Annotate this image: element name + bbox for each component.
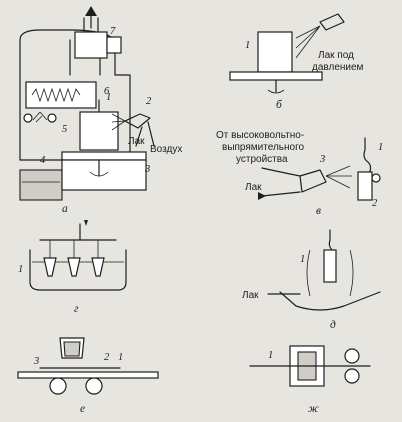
callout-7: 7 xyxy=(110,26,116,37)
callout-5: 5 xyxy=(62,124,67,135)
roller-belt xyxy=(17,371,159,379)
callout-2: 2 xyxy=(146,96,152,107)
lacquer-line xyxy=(261,191,301,197)
callout-v-3: 3 xyxy=(319,154,325,165)
callout-6: 6 xyxy=(104,86,110,97)
callout-e-3: 3 xyxy=(33,356,39,367)
filter-zigzag xyxy=(31,87,81,103)
callout-v-1: 1 xyxy=(378,142,383,153)
panel-zh: 1 ж xyxy=(249,345,371,415)
caption-e: е xyxy=(80,403,85,415)
electrostatic-spray xyxy=(325,165,352,189)
caption-a: а xyxy=(62,203,68,215)
label-lacquer: Лак xyxy=(128,136,145,147)
callout-g-1: 1 xyxy=(18,264,23,275)
panel-a: 1 2 3 4 5 6 7 Лак Воздух а xyxy=(19,6,182,215)
lift-arrow xyxy=(84,220,88,226)
water-spray xyxy=(32,111,48,123)
pour-tray xyxy=(279,291,381,311)
booth-housing xyxy=(19,29,131,161)
label-air: Воздух xyxy=(150,144,182,155)
callout-v-2: 2 xyxy=(372,198,378,209)
panel-v: От высоковольтно- выпрямительного устрой… xyxy=(216,130,383,217)
callout-4: 4 xyxy=(40,155,46,166)
nozzle-right xyxy=(47,113,57,123)
turntable-top xyxy=(61,151,147,161)
caption-v: в xyxy=(316,205,321,217)
label-hv-2: выпрямительного xyxy=(222,142,304,153)
spray-cone xyxy=(111,113,126,131)
callout-e-2: 2 xyxy=(104,352,110,363)
dip-part-2 xyxy=(67,257,81,277)
turntable-b xyxy=(229,71,323,81)
hanging-part xyxy=(357,171,373,201)
pour-part xyxy=(323,249,337,283)
callout-b-1: 1 xyxy=(245,40,250,51)
electrostatic-gun xyxy=(299,169,327,193)
rotation-arrow xyxy=(89,171,109,177)
pour-hook xyxy=(328,229,333,251)
callout-e-1: 1 xyxy=(118,352,123,363)
rotation-b xyxy=(267,89,285,94)
label-hv-3: устройства xyxy=(236,154,288,165)
dip-bath xyxy=(29,249,127,291)
roller-hopper-paint xyxy=(63,341,81,357)
caption-g: г xyxy=(74,303,79,315)
exhaust-fan-motor xyxy=(106,36,122,54)
panel-b: 1 Лак под давлением б xyxy=(229,13,364,111)
airless-spray xyxy=(295,25,321,59)
label-lacquer-pressure-1: Лак под xyxy=(318,50,354,61)
airless-gun xyxy=(319,13,345,31)
caption-zh: ж xyxy=(308,403,319,415)
exhaust-arrow-up xyxy=(85,6,97,16)
panel-e: 1 2 3 е xyxy=(17,337,159,415)
callout-d-1: 1 xyxy=(300,254,305,265)
gun-hoses xyxy=(135,121,155,147)
label-lacquer-d: Лак xyxy=(242,290,259,301)
panel-g: 1 г xyxy=(18,220,127,315)
hv-cable xyxy=(261,167,301,177)
nozzle-left xyxy=(23,113,33,123)
callout-1: 1 xyxy=(106,92,111,103)
dip-hangers xyxy=(49,240,99,258)
lacquer-arrow xyxy=(258,192,266,200)
drum-wheel-right xyxy=(344,368,360,384)
spray-gun xyxy=(124,113,151,129)
panel-d: 1 Лак д xyxy=(242,229,381,331)
pour-curtain xyxy=(306,249,354,297)
callout-zh-1: 1 xyxy=(268,350,273,361)
roller-right xyxy=(85,377,103,395)
label-lacquer-pressure-2: давлением xyxy=(312,62,364,73)
callout-3: 3 xyxy=(144,164,150,175)
water-tank xyxy=(19,169,63,201)
dip-part-1 xyxy=(43,257,57,277)
label-lacquer-v: Лак xyxy=(245,182,262,193)
caption-b: б xyxy=(276,99,283,111)
drum-wheel-left xyxy=(344,348,360,364)
exhaust-outlet xyxy=(83,17,99,33)
roller-left xyxy=(49,377,67,395)
label-hv-1: От высоковольтно- xyxy=(216,130,304,141)
workpiece-b xyxy=(257,31,293,73)
dip-part-3 xyxy=(91,257,105,277)
spray-workpiece xyxy=(79,111,119,151)
exhaust-fan-body xyxy=(74,31,108,59)
charge-sign xyxy=(371,173,381,183)
filter-panel xyxy=(25,81,97,109)
caption-d: д xyxy=(330,319,336,331)
